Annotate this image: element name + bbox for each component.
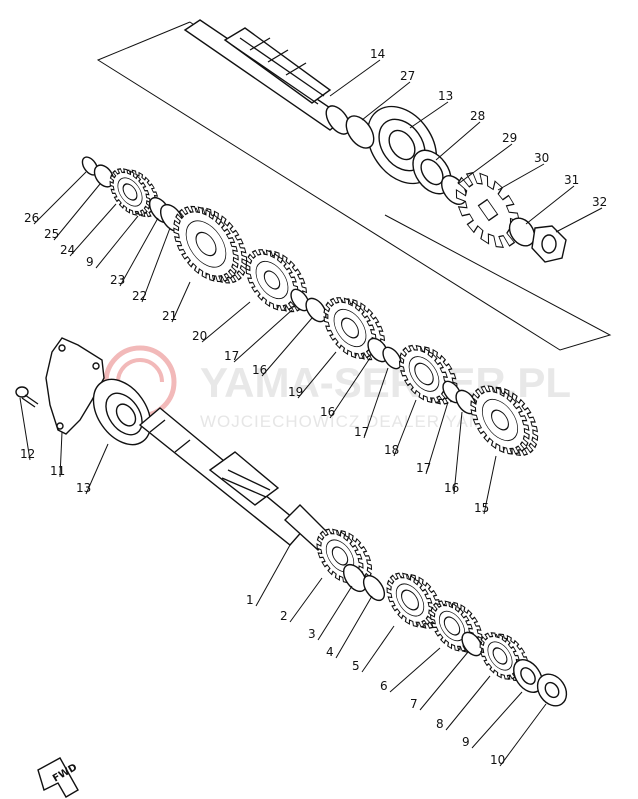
- gear-21: [173, 205, 248, 284]
- leader-line: [555, 207, 603, 233]
- leader-line: [361, 81, 411, 121]
- callout-number: 4: [326, 645, 334, 659]
- leader-line: [255, 544, 291, 607]
- callout-number: 16: [252, 363, 267, 377]
- leader-line: [435, 121, 481, 161]
- callout-number: 13: [438, 89, 453, 103]
- callout-number: 31: [564, 173, 579, 187]
- leader-line: [419, 651, 469, 711]
- callout-number: 17: [416, 461, 431, 475]
- leader-line: [317, 585, 353, 641]
- callout-number: 16: [444, 481, 459, 495]
- washer-16-a: [305, 297, 327, 323]
- leader-line: [233, 309, 293, 363]
- bearing-13-lower: [92, 378, 152, 446]
- gear-24: [109, 168, 159, 218]
- leader-line: [457, 143, 513, 185]
- drive-sprocket-30: [455, 171, 521, 248]
- leader-line: [445, 675, 491, 731]
- callout-number: 13: [76, 481, 91, 495]
- callout-number: 8: [436, 717, 444, 731]
- leader-line: [389, 647, 441, 693]
- leader-line: [53, 183, 101, 241]
- callout-number: 10: [490, 753, 505, 767]
- gear-15: [470, 385, 539, 457]
- callout-number: 23: [110, 273, 125, 287]
- callout-number: 2: [280, 609, 288, 623]
- leader-line: [393, 399, 417, 457]
- assembly-outline: [96, 21, 612, 351]
- nut-32: [531, 225, 567, 263]
- callout-number: 20: [192, 329, 207, 343]
- callout-number: 25: [44, 227, 59, 241]
- leader-line: [361, 625, 395, 673]
- callout-number: 6: [380, 679, 388, 693]
- leader-line: [261, 317, 313, 377]
- leader-line: [297, 351, 337, 399]
- callout-number: 12: [20, 447, 35, 461]
- callout-number: 9: [462, 735, 470, 749]
- callout-number: 11: [50, 464, 65, 478]
- circlip-17-b: [382, 346, 402, 370]
- leader-line: [409, 101, 449, 129]
- leader-line: [525, 185, 575, 225]
- callout-number: 21: [162, 309, 177, 323]
- leader-line: [85, 443, 109, 495]
- leader-line: [141, 227, 171, 303]
- leader-line: [69, 203, 117, 257]
- callout-number: 30: [534, 151, 549, 165]
- callout-number: 19: [288, 385, 303, 399]
- circlip-4: [362, 574, 386, 602]
- leader-line: [499, 703, 547, 767]
- leader-line: [201, 301, 251, 343]
- callout-number: 32: [592, 195, 607, 209]
- washer-3: [342, 563, 368, 593]
- leader-line: [289, 577, 323, 623]
- washer-7: [461, 631, 483, 657]
- callout-number: 29: [502, 131, 517, 145]
- callout-labels: 1427132829303132262524923222120171619161…: [19, 47, 607, 767]
- callout-number: 27: [400, 69, 415, 83]
- screw-12: [15, 386, 39, 408]
- bearing-plate-11: [45, 337, 105, 435]
- nut-10: [536, 673, 568, 707]
- leader-line: [497, 163, 545, 191]
- callout-number: 7: [410, 697, 418, 711]
- leader-line: [483, 455, 497, 515]
- callout-number: 3: [308, 627, 316, 641]
- callout-number: 14: [370, 47, 385, 61]
- callout-number: 1: [246, 593, 254, 607]
- leader-line: [59, 431, 63, 478]
- callout-number: 17: [354, 425, 369, 439]
- leader-line: [33, 171, 87, 225]
- callout-number: 26: [24, 211, 39, 225]
- leader-line: [453, 411, 463, 495]
- leader-line: [363, 367, 389, 439]
- leader-line: [95, 215, 139, 269]
- callout-number: 16: [320, 405, 335, 419]
- callout-number: 28: [470, 109, 485, 123]
- lock-washer-31: [508, 217, 536, 247]
- callout-number: 24: [60, 243, 75, 257]
- main-axle-shaft: [183, 19, 351, 135]
- gear-20: [245, 249, 308, 313]
- leader-line: [471, 691, 523, 749]
- callout-number: 5: [352, 659, 360, 673]
- leader-line: [19, 397, 31, 461]
- callout-number: 22: [132, 289, 147, 303]
- leader-line: [329, 357, 371, 419]
- callout-number: 17: [224, 349, 239, 363]
- forward-arrow-icon: FWD: [37, 757, 79, 798]
- leader-line: [119, 217, 159, 287]
- callout-number: 9: [86, 255, 94, 269]
- leader-line: [335, 595, 373, 659]
- leader-line: [329, 59, 381, 97]
- callout-number: 18: [384, 443, 399, 457]
- leader-line: [171, 281, 191, 323]
- circlip-27: [345, 115, 375, 149]
- leader-line: [425, 401, 449, 475]
- callout-number: 15: [474, 501, 489, 515]
